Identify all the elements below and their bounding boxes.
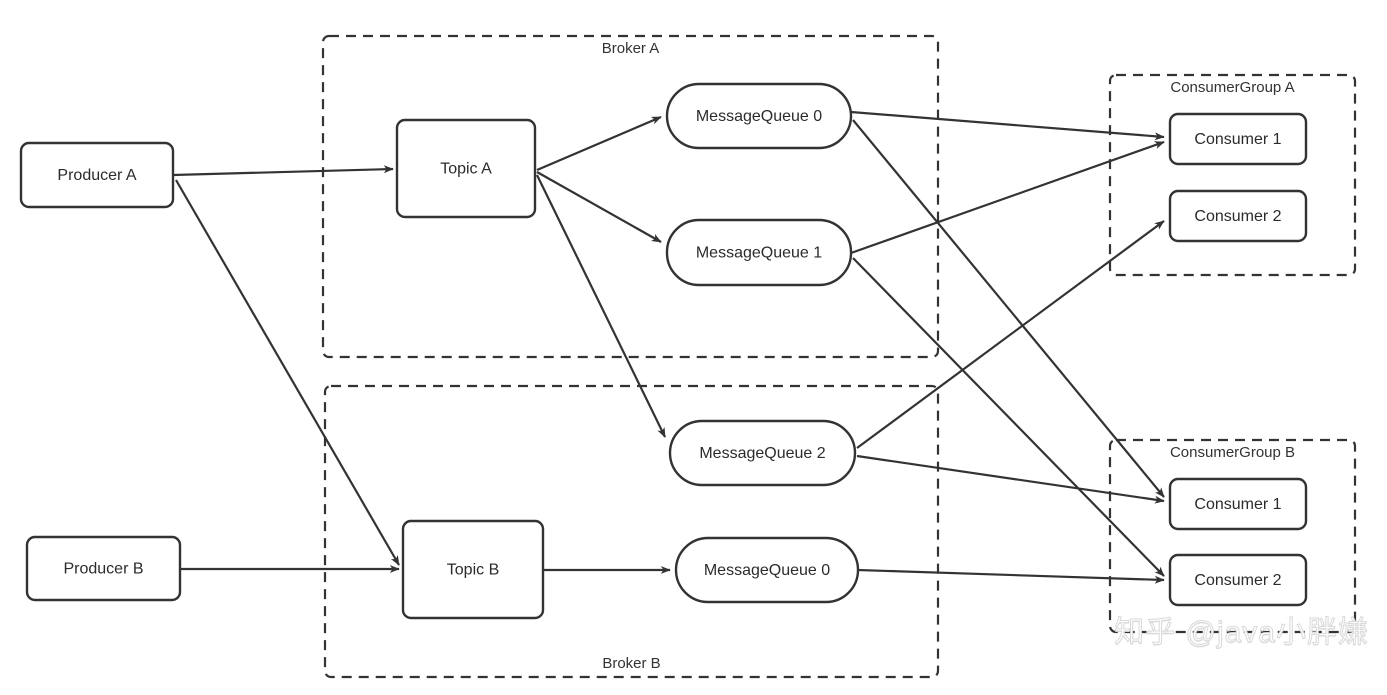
edge-topic-a-mq-a-1	[536, 171, 662, 243]
edge-mq-b-0-cg-b-consumer-2	[857, 568, 1165, 584]
node-mq-b-0-label: MessageQueue 0	[704, 562, 830, 579]
broker-group-broker-a: Broker A	[321, 34, 940, 359]
consumer-group-consumer-group-b-label: ConsumerGroup B	[1170, 444, 1295, 461]
edge-mq-b-2-cg-b-consumer-1	[856, 454, 1165, 504]
consumer-group-consumer-group-a-label: ConsumerGroup A	[1170, 79, 1294, 96]
node-mq-b-2-label: MessageQueue 2	[699, 445, 825, 462]
node-topic-b[interactable]: Topic B	[401, 519, 545, 620]
node-mq-b-0-rect[interactable]	[674, 536, 860, 604]
node-topic-b-label: Topic B	[447, 562, 499, 579]
node-topic-a-label: Topic A	[440, 161, 492, 178]
node-topic-b-rect[interactable]	[401, 519, 545, 620]
consumer-group-consumer-group-a-boundary	[1108, 73, 1357, 277]
node-consumer-group-b-cg-b-consumer-2[interactable]: Consumer 2	[1168, 553, 1308, 607]
node-consumer-group-a-cg-a-consumer-1-rect[interactable]	[1168, 112, 1308, 166]
node-mq-b-2[interactable]: MessageQueue 2	[668, 419, 857, 487]
broker-group-broker-b: Broker B	[323, 384, 940, 679]
node-mq-a-1-label: MessageQueue 1	[696, 245, 822, 262]
node-topic-a-rect[interactable]	[395, 118, 537, 219]
edge-mq-a-1-cg-a-consumer-1	[850, 140, 1165, 255]
node-mq-a-1[interactable]: MessageQueue 1	[665, 218, 853, 287]
node-consumer-group-a-cg-a-consumer-2[interactable]: Consumer 2	[1168, 189, 1308, 243]
consumer-group-consumer-group-a: ConsumerGroup A	[1108, 73, 1357, 277]
node-producer-b-label: Producer B	[63, 561, 143, 578]
node-producer-b[interactable]: Producer B	[25, 535, 182, 602]
node-consumer-group-a-cg-a-consumer-1-label: Consumer 1	[1194, 131, 1281, 148]
edges-layer	[172, 110, 1165, 584]
node-mq-b-2-rect[interactable]	[668, 419, 857, 487]
node-mq-a-0-rect[interactable]	[665, 82, 853, 150]
node-producer-a-label: Producer A	[57, 167, 136, 184]
node-consumer-group-b-cg-b-consumer-1-label: Consumer 1	[1194, 496, 1281, 513]
edge-topic-a-mq-a-0	[536, 115, 662, 172]
node-consumer-group-a-cg-a-consumer-1[interactable]: Consumer 1	[1168, 112, 1308, 166]
node-consumer-group-b-cg-b-consumer-2-rect[interactable]	[1168, 553, 1308, 607]
edge-producer-a-topic-b	[175, 179, 400, 566]
consumer-group-consumer-group-b-boundary	[1108, 438, 1357, 634]
nodes-layer: Producer A Producer B Topic A MessageQueue …	[19, 82, 1308, 620]
consumer-group-consumer-group-b: ConsumerGroup B	[1108, 438, 1357, 634]
edge-mq-a-0-cg-a-consumer-1	[850, 110, 1165, 141]
node-mq-a-0-label: MessageQueue 0	[696, 108, 822, 125]
edge-producer-a-topic-a	[172, 165, 394, 177]
edge-mq-b-2-cg-a-consumer-2	[856, 220, 1165, 449]
node-producer-b-rect[interactable]	[25, 535, 182, 602]
node-consumer-group-a-cg-a-consumer-2-label: Consumer 2	[1194, 208, 1281, 225]
node-topic-a[interactable]: Topic A	[395, 118, 537, 219]
edge-mq-a-0-cg-b-consumer-1	[852, 119, 1165, 498]
edge-topic-a-mq-b-2	[536, 174, 666, 438]
node-producer-a-rect[interactable]	[19, 141, 175, 209]
node-consumer-group-a-cg-a-consumer-2-rect[interactable]	[1168, 189, 1308, 243]
node-mq-a-0[interactable]: MessageQueue 0	[665, 82, 853, 150]
broker-group-broker-b-label: Broker B	[602, 655, 660, 672]
node-producer-a[interactable]: Producer A	[19, 141, 175, 209]
node-consumer-group-b-cg-b-consumer-1-rect[interactable]	[1168, 477, 1308, 531]
broker-group-broker-b-boundary	[323, 384, 940, 679]
edge-mq-a-1-cg-b-consumer-2	[852, 257, 1165, 577]
node-consumer-group-b-cg-b-consumer-1[interactable]: Consumer 1	[1168, 477, 1308, 531]
node-mq-b-0[interactable]: MessageQueue 0	[674, 536, 860, 604]
node-mq-a-1-rect[interactable]	[665, 218, 853, 287]
broker-group-broker-a-boundary	[321, 34, 940, 359]
node-consumer-group-b-cg-b-consumer-2-label: Consumer 2	[1194, 572, 1281, 589]
broker-group-broker-a-label: Broker A	[602, 40, 660, 57]
group-boxes-layer: Broker A Broker B ConsumerGroup A ConsumerG…	[321, 34, 1357, 679]
